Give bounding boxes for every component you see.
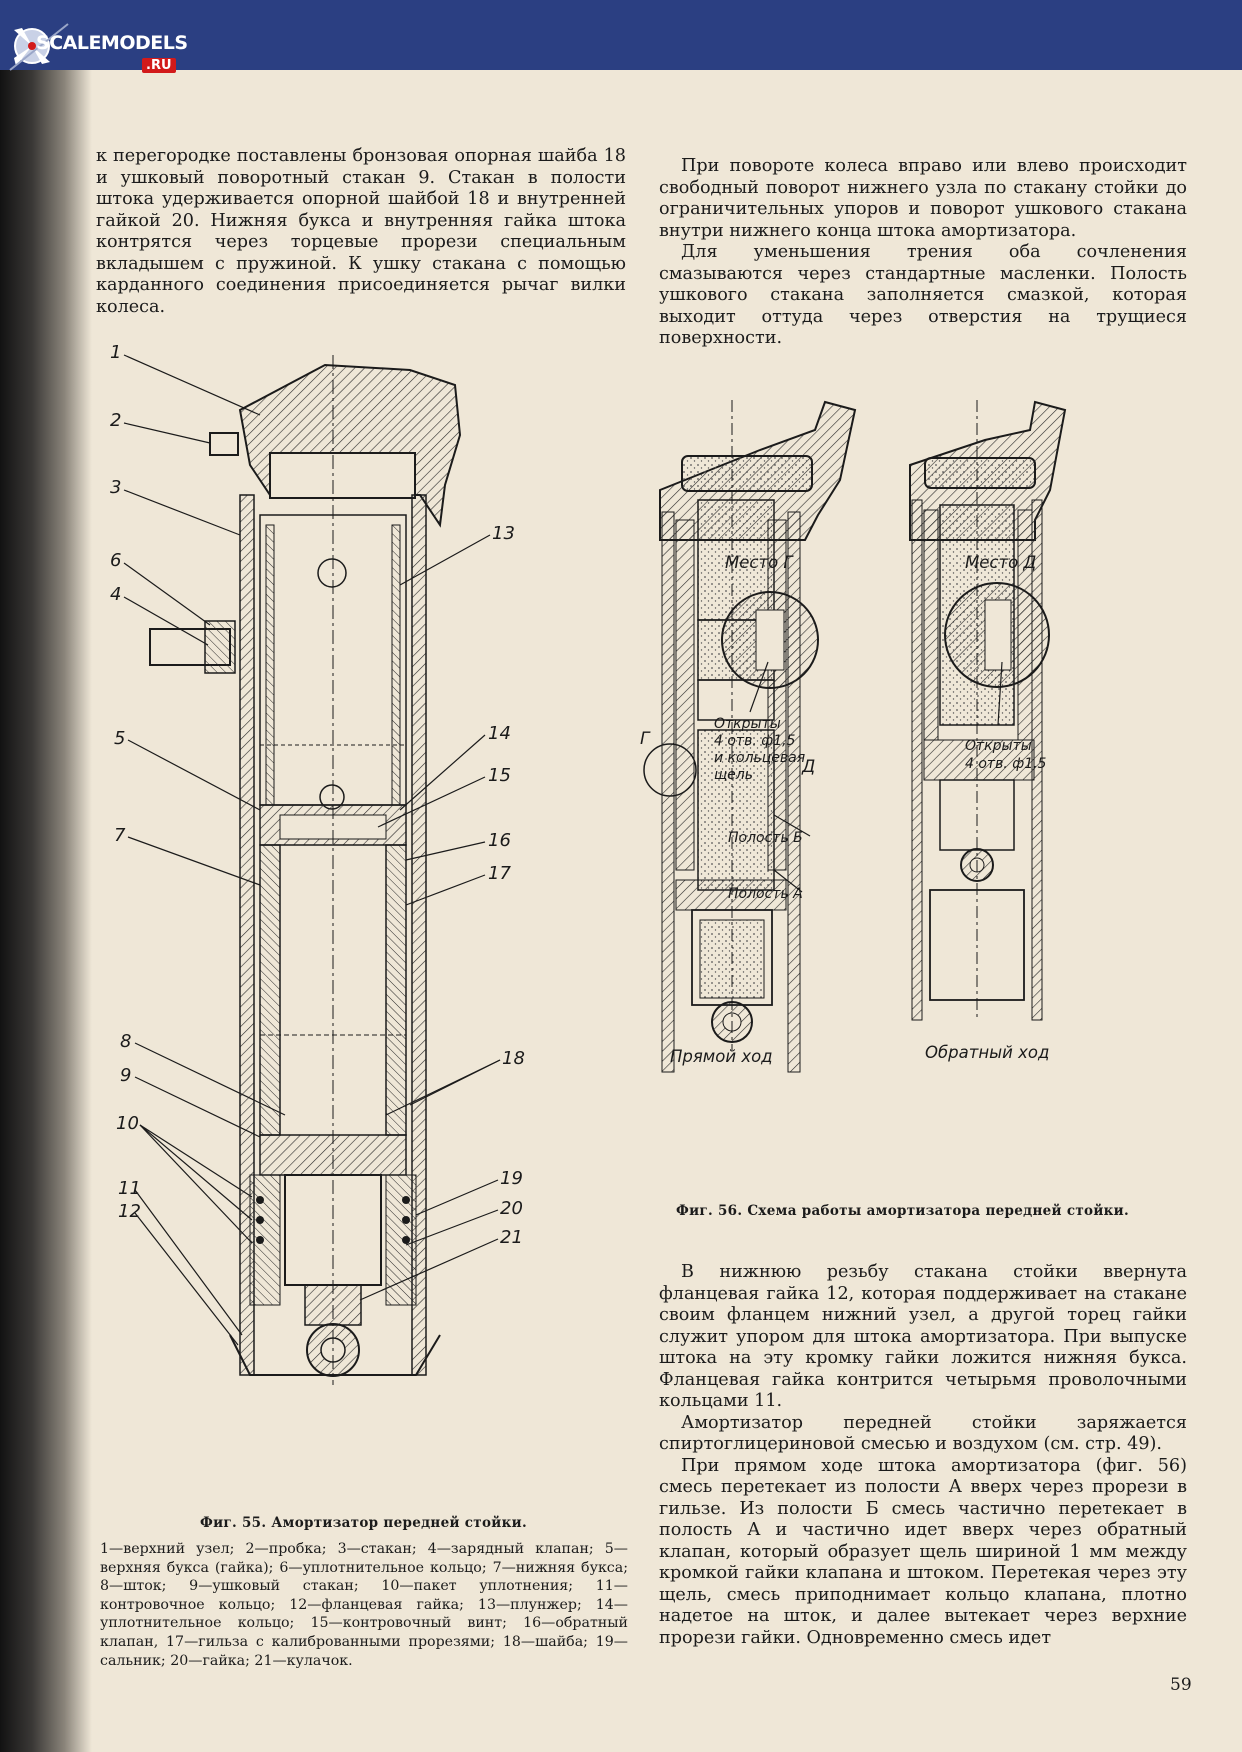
- label-g: Г: [640, 729, 651, 749]
- reverse-stroke-strut: [909, 400, 1067, 1021]
- callout-2: 2: [110, 410, 121, 431]
- figure-55-caption: Фиг. 55. Амортизатор передней стойки.: [200, 1515, 527, 1531]
- right-column-top-text: При повороте колеса вправо или влево про…: [659, 156, 1187, 350]
- page-number: 59: [1170, 1675, 1192, 1695]
- callout-19: 19: [500, 1168, 523, 1189]
- label-open-1c: и кольцевая: [714, 750, 805, 766]
- label-d: Д: [801, 757, 815, 777]
- right-top-paragraph-2: Для уменьшения трения оба сочленения сма…: [659, 242, 1187, 348]
- label-open-1b: 4 отв. ф1,5: [714, 733, 796, 749]
- callout-12: 12: [118, 1201, 141, 1222]
- right-bottom-paragraph-2: Амортизатор передней стойки заряжается с…: [659, 1412, 1187, 1455]
- callout-17: 17: [488, 863, 511, 884]
- label-mesto-g: Место Г: [725, 553, 794, 572]
- callout-10: 10: [116, 1113, 139, 1134]
- site-logo[interactable]: SCALEMODELS .RU: [8, 10, 188, 78]
- book-spine-shadow: [0, 70, 92, 1752]
- callout-11: 11: [118, 1178, 141, 1199]
- label-mesto-d: Место Д: [965, 553, 1036, 572]
- callout-3: 3: [110, 477, 121, 498]
- callout-20: 20: [500, 1198, 523, 1219]
- right-bottom-paragraph-1: В нижнюю резьбу стакана стойки ввернута …: [659, 1262, 1187, 1411]
- left-column-text: к перегородке поставлены бронзовая опорн…: [96, 146, 626, 318]
- label-reverse-stroke: Обратный ход: [925, 1043, 1049, 1062]
- logo-text: SCALEMODELS: [36, 32, 188, 54]
- label-open-2: Открыты: [965, 738, 1032, 754]
- figure-56-caption: Фиг. 56. Схема работы амортизатора перед…: [676, 1203, 1129, 1219]
- right-top-paragraph-1: При повороте колеса вправо или влево про…: [659, 156, 1187, 241]
- label-forward-stroke: Прямой ход: [670, 1047, 773, 1066]
- callout-21: 21: [500, 1227, 523, 1248]
- propeller-icon: [9, 23, 69, 71]
- right-column-bottom-text: В нижнюю резьбу стакана стойки ввернута …: [659, 1262, 1187, 1649]
- callout-6: 6: [110, 550, 121, 571]
- label-open-1d: щель: [714, 767, 753, 783]
- callout-9: 9: [120, 1065, 131, 1086]
- logo-suffix: .RU: [142, 58, 176, 73]
- callout-4: 4: [110, 584, 121, 605]
- right-bottom-paragraph-3: При прямом ходе штока амортизатора (фиг.…: [659, 1455, 1187, 1648]
- figure-55-legend: 1—верхний узел; 2—пробка; 3—стакан; 4—за…: [100, 1541, 628, 1669]
- left-paragraph: к перегородке поставлены бронзовая опорн…: [96, 146, 626, 317]
- label-open-2b: 4 отв. ф1,5: [965, 756, 1047, 772]
- figure-55-shock-absorber-drawing: 1 2 3 6 4 5 7 8 9 10 11 12 13 14 15 16 1…: [110, 345, 525, 1385]
- callout-18: 18: [502, 1048, 525, 1069]
- callout-13: 13: [492, 523, 515, 544]
- callout-14: 14: [488, 723, 511, 744]
- label-open-1: Открыты: [714, 716, 781, 732]
- callout-5: 5: [114, 728, 125, 749]
- callout-16: 16: [488, 830, 511, 851]
- figure-56-operation-diagram: Место Г Место Д Открыты 4 отв. ф1,5 и ко…: [640, 400, 1067, 1073]
- callout-15: 15: [488, 765, 511, 786]
- callout-8: 8: [120, 1031, 131, 1052]
- label-polost-b: Полость Б: [728, 830, 803, 846]
- label-polost-a: Полость А: [728, 886, 803, 902]
- forward-stroke-strut: [643, 400, 857, 1073]
- callout-1: 1: [110, 345, 121, 363]
- callout-7: 7: [114, 825, 126, 846]
